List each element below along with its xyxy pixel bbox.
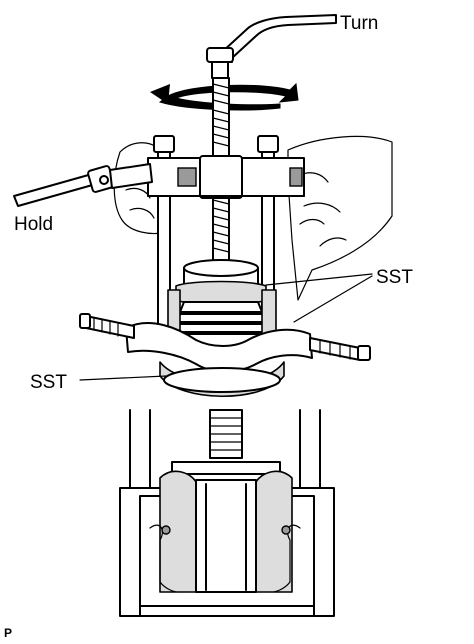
wrench-icon (206, 14, 337, 79)
rotation-arrow-icon (150, 82, 299, 111)
lower-sst-yoke (79, 313, 371, 397)
turn-label: Turn (340, 13, 378, 34)
corner-code: P (4, 626, 12, 640)
sst-label-upper: SST (376, 267, 413, 288)
hold-handle (13, 163, 153, 207)
leader-lines (79, 273, 373, 381)
hold-label: Hold (14, 214, 53, 235)
strut-cross-section (119, 409, 335, 617)
cross-beam (147, 155, 305, 199)
upper-sst-spring-compressor (167, 259, 277, 353)
sst-label-lower: SST (30, 372, 67, 393)
